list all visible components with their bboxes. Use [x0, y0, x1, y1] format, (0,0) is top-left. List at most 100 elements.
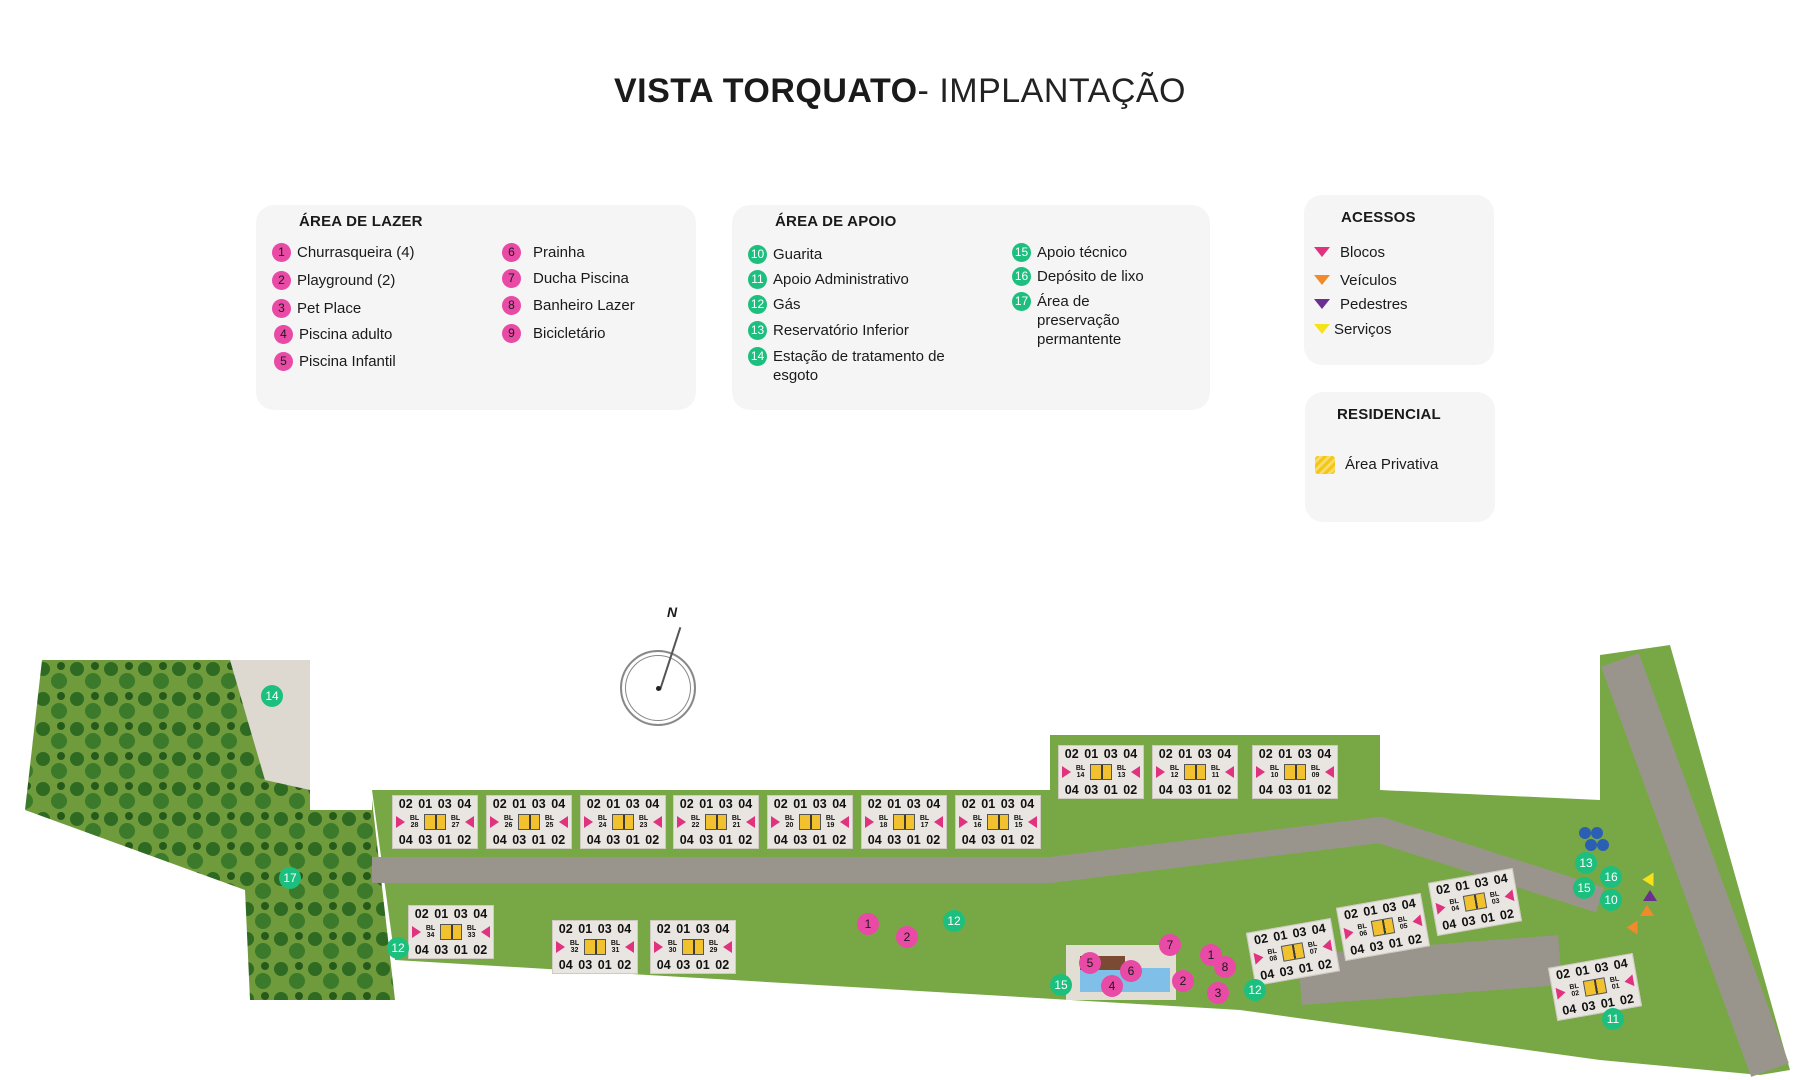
unit-number: 01 [1454, 877, 1471, 895]
legend-label: Churrasqueira (4) [297, 244, 415, 261]
unit-number: 04 [656, 958, 671, 972]
leisure-marker-8: 8 [1214, 956, 1236, 978]
unit-number: 03 [1084, 783, 1099, 797]
block-entrance-arrow-icon [625, 941, 634, 953]
bl-prefix: BL [1116, 765, 1127, 772]
unit-number: 02 [773, 797, 788, 811]
unit-number: 02 [867, 797, 882, 811]
legend-label: Bicicletário [533, 325, 606, 342]
leisure-marker-1: 1 [857, 913, 879, 935]
unit-number: 01 [1084, 747, 1099, 761]
green-number-badge-icon: 11 [748, 270, 767, 289]
unit-number: 03 [418, 833, 433, 847]
block-entrance-arrow-icon [1256, 766, 1265, 778]
unit-number: 04 [1123, 747, 1138, 761]
title-subtitle: - IMPLANTAÇÃO [917, 72, 1187, 110]
block-entrance-arrow-icon [1325, 766, 1334, 778]
unit-number: 04 [1158, 783, 1173, 797]
support-marker-12: 12 [387, 937, 409, 959]
private-area-core-icon [584, 939, 606, 955]
support-marker-11: 11 [1602, 1008, 1624, 1030]
unit-number: 04 [679, 833, 694, 847]
legend-label: Área Privativa [1345, 456, 1439, 473]
unit-number: 04 [738, 797, 753, 811]
block-number: 07 [1309, 947, 1319, 957]
private-area-core-icon [1582, 977, 1608, 997]
unit-number: 03 [906, 797, 921, 811]
leisure-marker-6: 6 [1120, 960, 1142, 982]
unit-number: 04 [645, 797, 660, 811]
hatched-yellow-swatch-icon [1315, 456, 1335, 474]
compass-center [656, 686, 661, 691]
green-number-badge-icon: 15 [1012, 243, 1031, 262]
unit-number: 03 [606, 833, 621, 847]
support-marker-10: 10 [1600, 889, 1622, 911]
legend-label: Playground (2) [297, 272, 396, 289]
private-area-core-icon [1370, 917, 1396, 937]
unit-number: 01 [434, 907, 449, 921]
block-number: 13 [1117, 772, 1126, 779]
unit-number: 04 [558, 958, 573, 972]
bl-prefix: BL [544, 815, 555, 822]
unit-number: 04 [1612, 956, 1629, 973]
block-number: 06 [1358, 929, 1368, 939]
unit-number: 02 [1555, 966, 1572, 983]
private-area-core-icon [705, 814, 727, 830]
unit-number: 03 [625, 797, 640, 811]
block-entrance-arrow-icon [1435, 901, 1447, 915]
unit-number: 02 [457, 833, 472, 847]
unit-number: 03 [1103, 747, 1118, 761]
unit-number: 04 [961, 833, 976, 847]
unit-number: 04 [1400, 896, 1417, 913]
legend-item-veiculos: Veículos [1304, 271, 1397, 290]
bl-prefix: BL [1269, 765, 1280, 772]
private-area-core-icon [1184, 764, 1206, 780]
unit-number: 03 [1381, 899, 1398, 916]
leisure-marker-5: 5 [1079, 952, 1101, 974]
unit-number: 01 [578, 922, 593, 936]
legend-item-servicos: Serviços [1304, 320, 1392, 339]
unit-number: 01 [695, 958, 710, 972]
title-project-name: VISTA TORQUATO [613, 72, 918, 110]
unit-number: 04 [457, 797, 472, 811]
block-number: 24 [598, 822, 607, 829]
unit-number: 02 [1253, 931, 1270, 948]
block-entrance-arrow-icon [771, 816, 780, 828]
private-area-core-icon [1284, 764, 1306, 780]
unit-number: 03 [1368, 938, 1385, 955]
block-entrance-arrow-icon [1225, 766, 1234, 778]
sewage-treatment-area [230, 660, 310, 790]
block-entrance-arrow-icon [1411, 914, 1423, 928]
pink-number-badge-icon: 8 [502, 296, 521, 315]
legend-label: Ducha Piscina [533, 270, 629, 287]
block-entrance-arrow-icon [840, 816, 849, 828]
unit-number: 04 [1492, 871, 1509, 888]
preservation-area [25, 660, 395, 1000]
unit-number: 02 [398, 797, 413, 811]
green-number-badge-icon: 17 [1012, 292, 1031, 311]
